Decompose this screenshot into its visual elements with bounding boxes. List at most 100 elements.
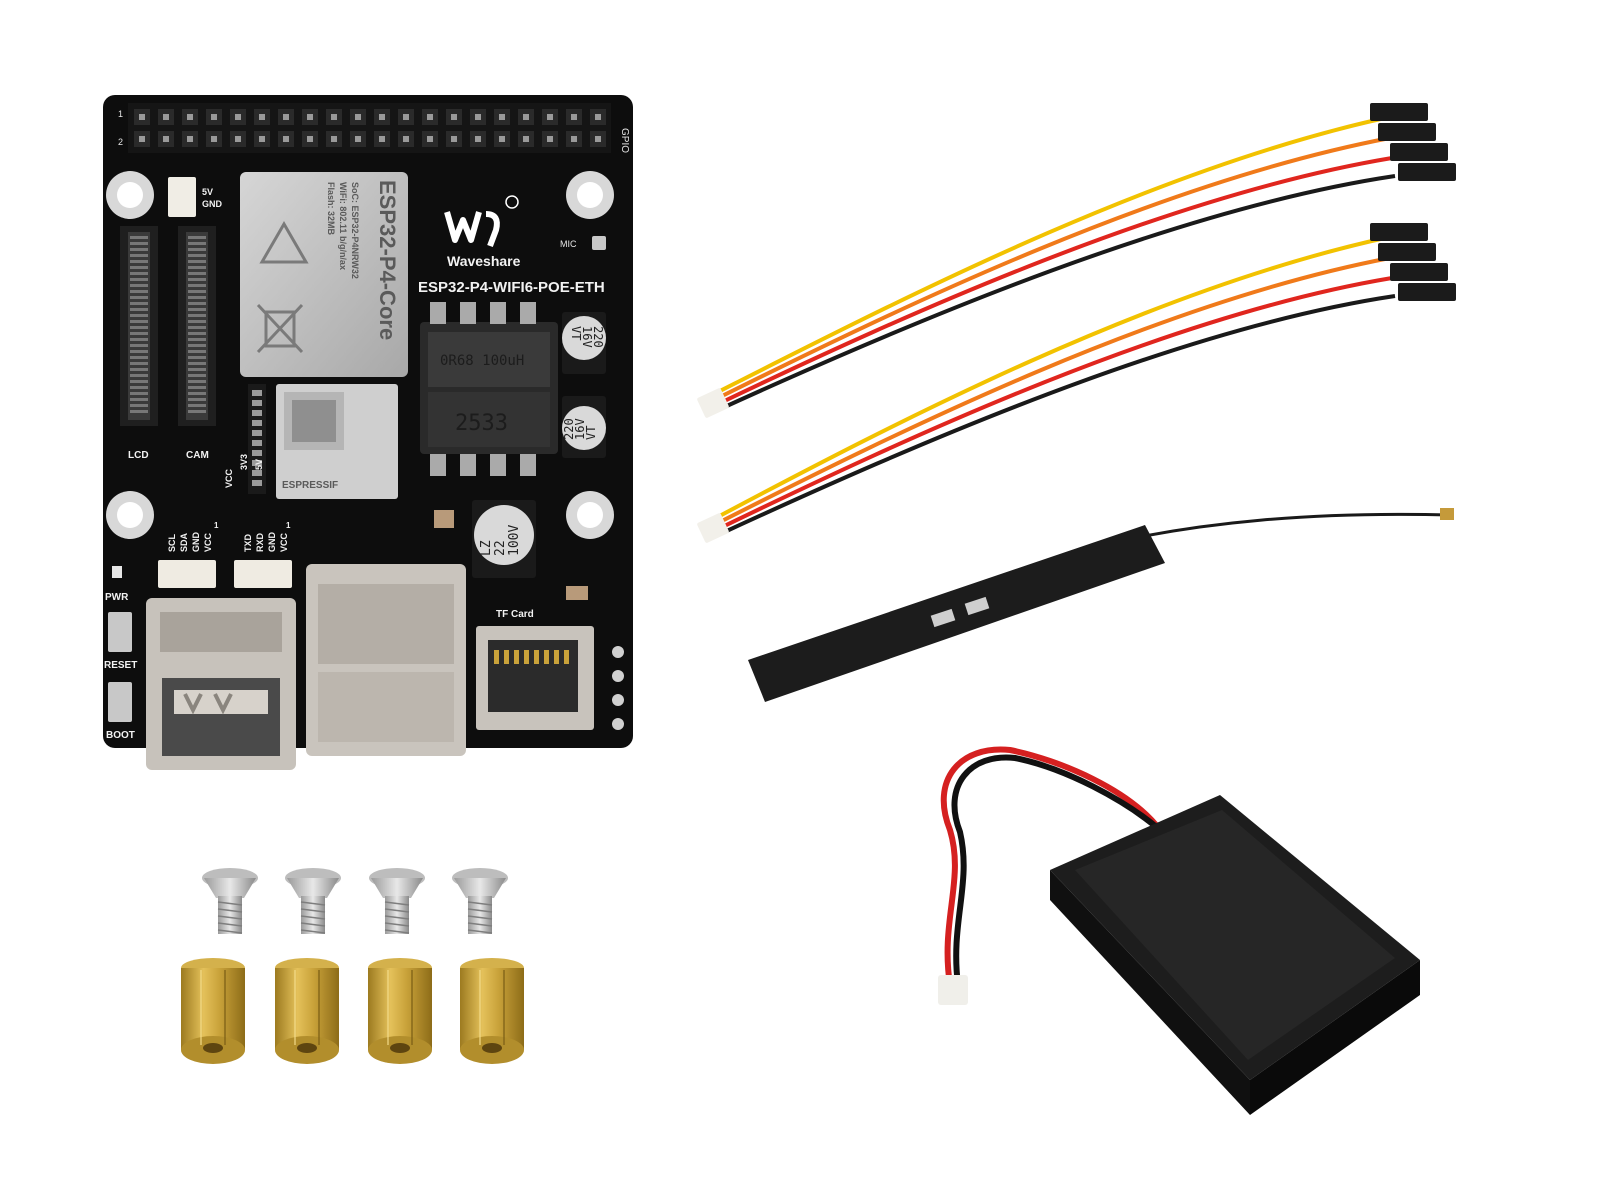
cam-connector: [178, 226, 216, 426]
boot-button[interactable]: [108, 682, 132, 722]
cap1-line3: VT: [569, 326, 583, 340]
mounting-holes: [106, 171, 614, 539]
pin-2-label: 2: [118, 137, 123, 147]
connector-pin-label: SCL: [167, 533, 177, 552]
connector-pin-label: TXD: [243, 533, 253, 552]
5v-select-label: 5V: [254, 459, 264, 470]
header-pin: [252, 390, 262, 396]
reset-label: RESET: [104, 660, 137, 671]
cap2-line1: 220: [562, 418, 576, 440]
header-pin: [252, 480, 262, 486]
jumper-cable-2: [697, 223, 1456, 543]
fpc-pin: [188, 302, 206, 305]
fpc-pin: [130, 284, 148, 287]
gpio-pin-tip: [211, 136, 217, 142]
wifi-antenna: [748, 508, 1454, 702]
standoff: [181, 958, 245, 1064]
fpc-pin: [188, 248, 206, 251]
gpio-pin-tip: [403, 114, 409, 120]
cap2-line3: VT: [584, 426, 598, 440]
fpc-pin: [188, 308, 206, 311]
connector-pin-label: VCC: [203, 532, 213, 552]
3v3-label: 3V3: [239, 454, 249, 470]
fpc-pin: [188, 386, 206, 389]
fpc-pin: [130, 242, 148, 245]
cap3-line3: 100V: [507, 525, 522, 556]
standoff: [368, 958, 432, 1064]
gpio-pin-tip: [283, 136, 289, 142]
screw: [452, 868, 508, 934]
gpio-pin-tip: [499, 114, 505, 120]
ethernet-port: [306, 564, 466, 756]
module-soc: SoC: ESP32-P4NRW32: [350, 182, 360, 279]
header-pin: [252, 470, 262, 476]
cam-label: CAM: [186, 450, 209, 461]
fpc-pin: [130, 374, 148, 377]
fpc-pin: [188, 362, 206, 365]
fpc-pin: [130, 398, 148, 401]
reset-button[interactable]: [108, 612, 132, 652]
fpc-pin: [188, 410, 206, 413]
i2c-pin1-label: 1: [214, 521, 219, 530]
gpio-pin-tip: [211, 114, 217, 120]
fpc-pin: [188, 404, 206, 407]
fpc-pin: [188, 272, 206, 275]
fpc-pin: [130, 356, 148, 359]
brass-standoffs: [181, 958, 524, 1064]
gpio-pin-tip: [139, 136, 145, 142]
fpc-pin: [188, 278, 206, 281]
cap1-line2: 16V: [580, 326, 594, 348]
board-model: ESP32-P4-WIFI6-POE-ETH: [418, 279, 605, 296]
gpio-pin-tip: [427, 136, 433, 142]
gpio-pin-tip: [355, 136, 361, 142]
esp32-p4-board: 1 2 GPIO 5V GND LCD CAM: [103, 95, 633, 770]
fpc-pin: [130, 362, 148, 365]
fpc-pin: [130, 320, 148, 323]
power-inductor: 0R68 100uH 2533: [420, 302, 558, 476]
gpio-pin-tip: [571, 136, 577, 142]
screws: [202, 868, 508, 934]
lcd-label: LCD: [128, 450, 149, 461]
fpc-pin: [188, 254, 206, 257]
microphone: [592, 236, 606, 250]
gpio-pin-tip: [475, 114, 481, 120]
gpio-pin-tip: [355, 114, 361, 120]
esd-warning-icon: [259, 221, 309, 264]
jumper-cable-1: [697, 103, 1456, 418]
waveshare-logo: Waveshare: [444, 195, 521, 269]
fpc-pin: [130, 410, 148, 413]
module-title: ESP32-P4-Core: [375, 180, 400, 340]
gpio-pin-tip: [547, 114, 553, 120]
fpc-pin: [130, 290, 148, 293]
gpio-pin-tip: [595, 114, 601, 120]
cap3-line1: LZ: [479, 540, 494, 556]
fpc-pin: [188, 236, 206, 239]
header-pin: [252, 450, 262, 456]
pin-1-label: 1: [118, 109, 123, 119]
vcc-label: VCC: [224, 468, 234, 488]
fpc-pin: [188, 344, 206, 347]
tf-pin: [524, 650, 529, 664]
header-pin: [252, 420, 262, 426]
connector-pin-label: GND: [267, 532, 277, 553]
esp32-p4-core-module: ESP32-P4-Core SoC: ESP32-P4NRW32 WiFi: 8…: [240, 172, 408, 377]
5v-label: 5V: [202, 187, 213, 197]
fpc-pin: [188, 380, 206, 383]
pwr-label: PWR: [105, 592, 129, 603]
fpc-pin: [130, 308, 148, 311]
connector-pin-label: RXD: [255, 532, 265, 552]
brand-name: Waveshare: [447, 253, 521, 269]
fpc-pin: [130, 344, 148, 347]
tf-pin: [534, 650, 539, 664]
cap1-line1: 220: [591, 326, 605, 348]
fpc-pin: [130, 338, 148, 341]
fpc-pin: [130, 392, 148, 395]
gpio-pin-tip: [523, 114, 529, 120]
tf-pin: [554, 650, 559, 664]
wifi6-module: ESPRESSIF: [276, 384, 398, 499]
tf-pin: [494, 650, 499, 664]
capacitor-2: 220 16V VT: [562, 396, 606, 458]
fpc-pin: [188, 374, 206, 377]
tf-pin: [544, 650, 549, 664]
